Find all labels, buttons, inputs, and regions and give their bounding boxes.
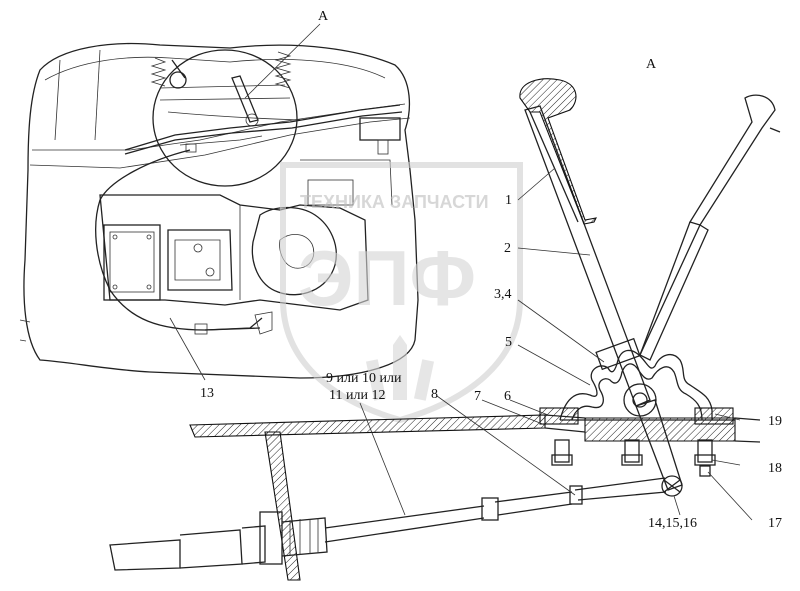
cable-routing [95,149,261,331]
watermark-wheat-icon [365,335,435,401]
watermark-brand: ТЕХНИКА ЗАПЧАСТИ [300,192,489,212]
watermark: ТЕХНИКА ЗАПЧАСТИ ЭПФ [280,162,523,424]
mounting-bolts [551,439,716,477]
detail-view-A [109,78,781,581]
callout-8: 8 [431,387,438,402]
cable-9-12 [494,491,573,516]
lever-alt-position [689,94,776,226]
callout-2: 2 [504,241,511,256]
label-view-A-left: А [318,9,329,24]
callout-3-4: 3,4 [494,287,512,302]
shift-lever-2 [524,105,651,407]
pin-14-16 [661,475,683,497]
floor-panel [189,414,546,438]
lever-knob-1 [519,78,597,225]
callout-7: 7 [474,389,481,404]
overview-view [19,23,419,381]
label-view-A-detail: А [646,57,657,72]
grommet [259,511,283,565]
callout-6: 6 [504,389,511,404]
callout-19: 19 [768,414,782,429]
gearbox-cover [103,224,161,301]
base-plate-19 [694,407,734,425]
watermark-logo-letters: ЭПФ [298,234,476,322]
leader-A [244,23,321,99]
return-spring-left [150,57,167,87]
callout-14-15-16: 14,15,16 [648,516,697,531]
cable-sleeve [109,539,181,571]
transmission-housing [99,194,369,311]
leaders [359,167,753,521]
callout-9-line2: 11 или 12 [329,388,385,403]
callout-18: 18 [768,461,782,476]
leader-13 [169,317,206,381]
base-plate-6 [539,407,579,425]
rubber-boot [559,349,713,421]
callout-9-line1: 9 или 10 или [326,371,402,386]
callout-5: 5 [505,335,512,350]
rod-8 [574,477,667,501]
callout-13: 13 [200,386,214,401]
detail-circle-A [152,49,298,187]
cover-bolts [112,234,152,290]
pivot-ball [623,383,657,417]
callout-labels: А А 1 2 3,4 5 6 7 8 9 или 10 или 11 или … [200,9,782,531]
return-spring-right [274,51,292,89]
callout-1: 1 [505,193,512,208]
callout-17: 17 [768,516,782,531]
bulkhead [264,431,301,581]
